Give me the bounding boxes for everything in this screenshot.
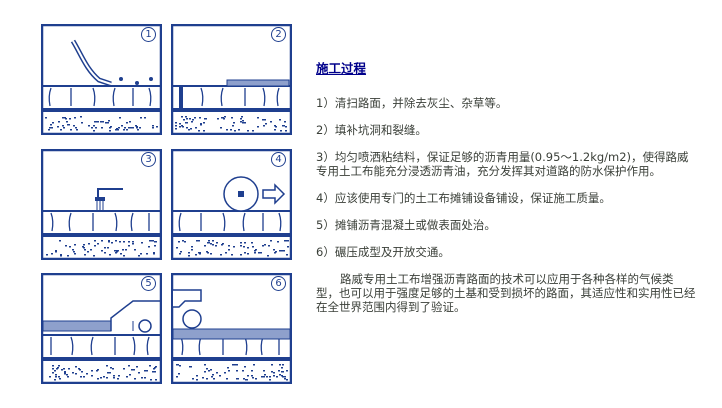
summary-paragraph: 路威专用土工布增强沥青路面的技术可以应用于各种各样的气候类型，也可以用于强度足够…: [316, 272, 696, 314]
step-5-illustration: 5: [41, 273, 162, 384]
step-item: 3）均匀喷洒粘结料，保证足够的沥青用量(0.95～1.2kg/m2)，使得路威专…: [316, 150, 689, 178]
rolling-drawing: [171, 273, 292, 384]
step-number-badge: 2: [271, 27, 286, 42]
step-item: 2）填补坑洞和裂缝。: [316, 123, 427, 137]
spraying-drawing: [41, 149, 162, 260]
step-number-badge: 6: [271, 276, 286, 291]
step-3-illustration: 3: [41, 149, 162, 260]
step-item: 1）清扫路面，并除去灰尘、杂草等。: [316, 96, 508, 110]
section-title: 施工过程: [316, 61, 367, 76]
step-item: 4）应该使用专门的土工布摊铺设备铺设，保证施工质量。: [316, 191, 611, 205]
step-6-illustration: 6: [171, 273, 292, 384]
step-1-illustration: 1: [41, 24, 162, 135]
laying-fabric-drawing: [171, 149, 292, 260]
step-number-badge: 4: [271, 152, 286, 167]
step-item: 5）摊铺沥青混凝土或做表面处治。: [316, 218, 496, 232]
step-2-illustration: 2: [171, 24, 292, 135]
crack-filling-drawing: [171, 24, 292, 135]
step-4-illustration: 4: [171, 149, 292, 260]
construction-process-text: 施工过程 1）清扫路面，并除去灰尘、杂草等。 2）填补坑洞和裂缝。 3）均匀喷洒…: [316, 62, 696, 327]
step-number-badge: 1: [141, 27, 156, 42]
step-number-badge: 3: [141, 152, 156, 167]
step-item: 6）碾压成型及开放交通。: [316, 245, 450, 259]
paving-drawing: [41, 273, 162, 384]
sweeping-drawing: [41, 24, 162, 135]
step-number-badge: 5: [141, 276, 156, 291]
